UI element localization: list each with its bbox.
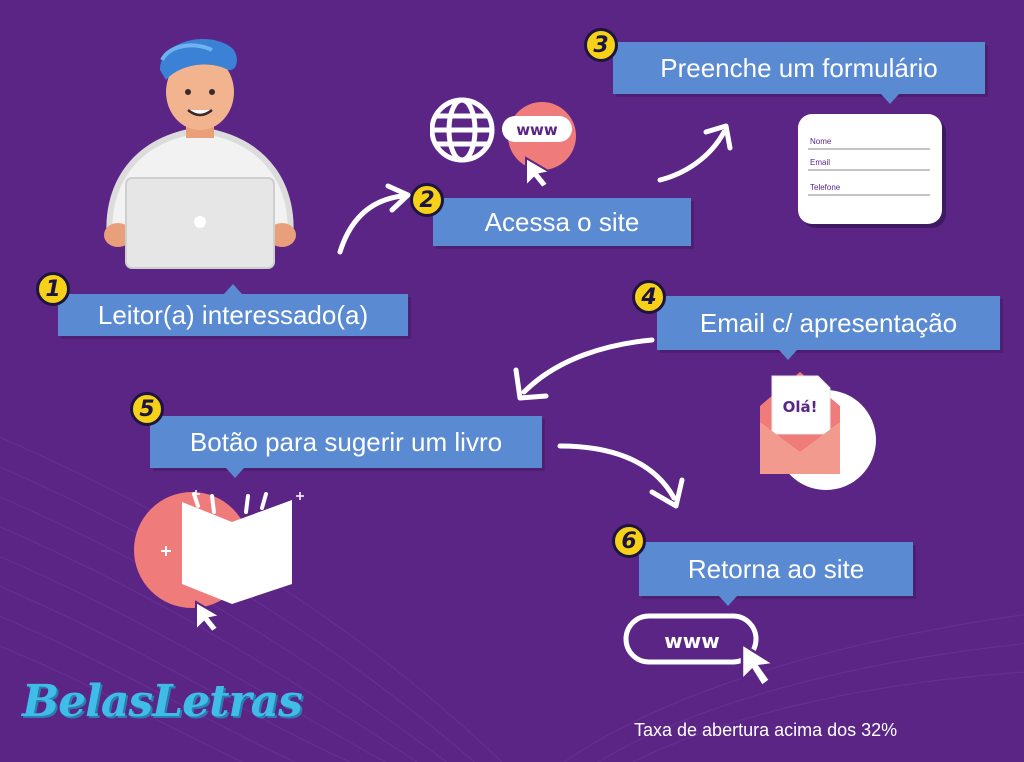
step-6-www-text: www	[664, 629, 719, 653]
arrow-step-5-to-6	[557, 443, 685, 509]
step-6-label-tail	[719, 596, 737, 606]
open-book-illustration	[134, 490, 304, 634]
arrow-step-1-to-2	[337, 183, 411, 255]
footer-note: Taxa de abertura acima dos 32%	[634, 720, 898, 740]
step-3-badge: 3	[584, 28, 618, 62]
www-link-illustration: www	[623, 613, 778, 688]
step-4-label-tail	[779, 350, 797, 360]
step-4-label: Email c/ apresentação	[657, 296, 1000, 360]
person-with-laptop-illustration	[104, 39, 296, 269]
step-2-label-text: Acessa o site	[484, 206, 640, 237]
step-6-label: Retorna ao site	[639, 542, 913, 606]
step-4-label-text: Email c/ apresentação	[699, 307, 958, 338]
step-6-label-text: Retorna ao site	[687, 553, 865, 584]
step-6-badge: 6	[612, 524, 646, 558]
step-5-label-text: Botão para sugerir um livro	[189, 426, 503, 457]
step-1-label: Leitor(a) interessado(a)	[58, 284, 408, 336]
form-field-phone: Telefone	[810, 183, 841, 192]
arrow-step-4-to-5	[513, 337, 655, 401]
step-5-badge: 5	[130, 392, 164, 426]
step-4-badge: 4	[632, 280, 666, 314]
step-3-label-text: Preenche um formulário	[660, 52, 938, 83]
step-5-label-tail	[226, 468, 244, 478]
step-2-label: Acessa o site	[433, 198, 691, 246]
envelope-illustration: Olá!	[760, 372, 876, 490]
step-5-label: Botão para sugerir um livro	[150, 416, 542, 478]
arrow-step-2-to-3	[657, 123, 733, 183]
step-3-label: Preenche um formulário	[613, 42, 985, 104]
step-1-label-text: Leitor(a) interessado(a)	[97, 299, 369, 330]
form-card-illustration: Nome Email Telefone	[798, 114, 946, 228]
envelope-greeting-text: Olá!	[783, 398, 818, 416]
brand-logo: BelasLetras	[22, 676, 303, 727]
form-field-email: Email	[810, 158, 830, 167]
step-2-badge: 2	[410, 183, 444, 217]
step-2-www-text: www	[516, 121, 558, 139]
step-3-label-tail	[881, 94, 899, 104]
form-field-name: Nome	[810, 137, 832, 146]
step-1-label-tail	[224, 284, 242, 294]
globe-www-illustration: www	[430, 97, 576, 188]
step-1-badge: 1	[36, 272, 70, 306]
